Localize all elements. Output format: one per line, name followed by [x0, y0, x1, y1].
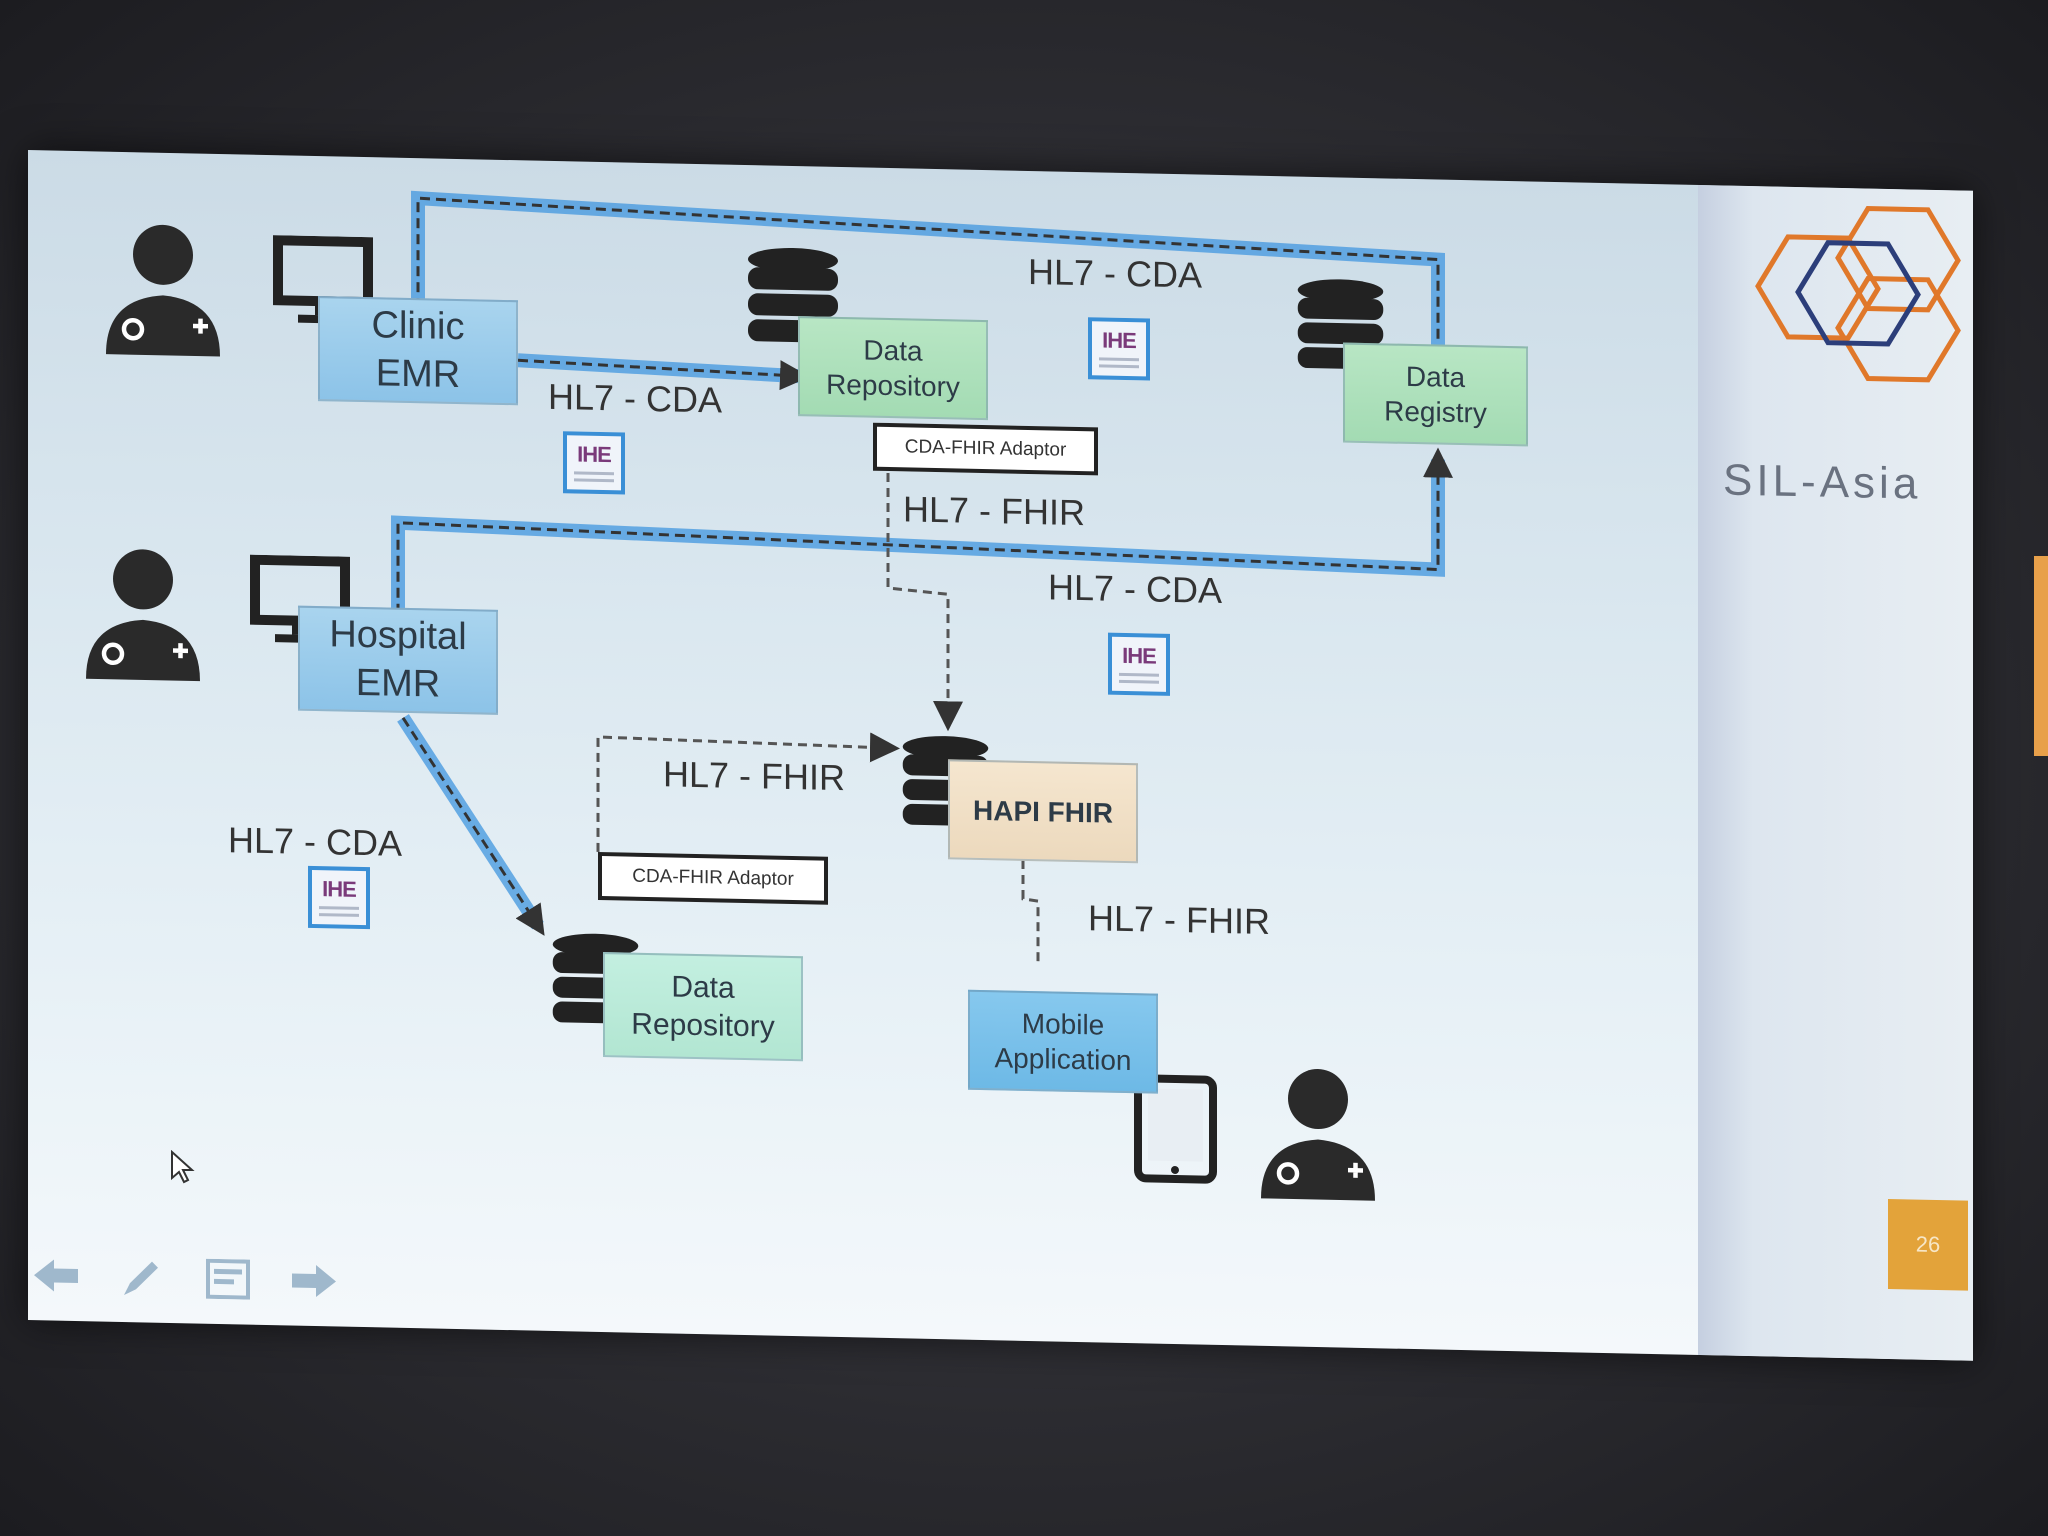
- connector-clinic-to-repository: [517, 353, 810, 391]
- pen-icon[interactable]: [114, 1252, 170, 1303]
- ihe-badge-icon: IHE: [308, 865, 370, 930]
- ihe-badge-icon: IHE: [1088, 317, 1150, 381]
- connector-mobile-to-hapi: [1008, 823, 1040, 962]
- next-arrow-icon[interactable]: [286, 1255, 342, 1306]
- label-hl7-cda-hospital: HL7 - CDA: [228, 819, 403, 864]
- cda-fhir-adaptor-bottom: CDA-FHIR Adaptor: [598, 851, 828, 905]
- tablet-icon: [1134, 1074, 1217, 1184]
- prev-arrow-icon[interactable]: [28, 1250, 84, 1301]
- data-registry-box: Data Registry: [1343, 342, 1528, 447]
- presenter-toolbar: [28, 1250, 342, 1307]
- data-repository-bottom-box: Data Repository: [603, 952, 803, 1062]
- hapi-fhir-box: HAPI FHIR: [948, 759, 1138, 864]
- label-hl7-cda-clinic: HL7 - CDA: [548, 375, 723, 421]
- ihe-badge-icon: IHE: [1108, 632, 1170, 696]
- hospital-emr-box: Hospital EMR: [298, 605, 498, 715]
- label-hl7-fhir-mobile: HL7 - FHIR: [1088, 897, 1271, 943]
- connector-hospital-to-registry: [391, 447, 1453, 678]
- connector-layer: [391, 190, 1961, 962]
- mobile-application-box: Mobile Application: [968, 989, 1158, 1094]
- connector-bottom-adaptor-to-hapi: [596, 732, 900, 852]
- connector-clinic-to-registry: [411, 190, 1453, 387]
- clinic-emr-box: Clinic EMR: [318, 296, 518, 406]
- connector-hospital-to-repository: [397, 714, 545, 936]
- wall-orange-tab: [2034, 556, 2048, 756]
- data-repository-top-box: Data Repository: [798, 316, 988, 421]
- label-hl7-cda-top-right: HL7 - CDA: [1028, 250, 1203, 296]
- hexagon-logo-icon: [1755, 206, 1961, 383]
- label-hl7-fhir-bottom-repo: HL7 - FHIR: [663, 753, 846, 799]
- doctor-icon: [106, 224, 220, 357]
- database-icon: [1297, 279, 1384, 370]
- label-hl7-fhir-adaptor: HL7 - FHIR: [903, 488, 1086, 534]
- mouse-cursor-icon: [171, 1150, 195, 1184]
- doctor-icon: [86, 549, 200, 682]
- label-hl7-cda-registry-loop: HL7 - CDA: [1048, 566, 1223, 612]
- logo-text: SIL-Asia: [1723, 455, 1922, 509]
- slide-number: 26: [1888, 1198, 1968, 1291]
- ihe-badge-icon: IHE: [563, 431, 625, 495]
- doctor-icon: [1261, 1069, 1375, 1201]
- cda-fhir-adaptor-top: CDA-FHIR Adaptor: [873, 422, 1098, 476]
- projected-slide: Clinic EMR Data Repository Data Registry…: [28, 150, 1973, 1361]
- slides-icon[interactable]: [200, 1254, 256, 1305]
- database-icon: [748, 247, 838, 343]
